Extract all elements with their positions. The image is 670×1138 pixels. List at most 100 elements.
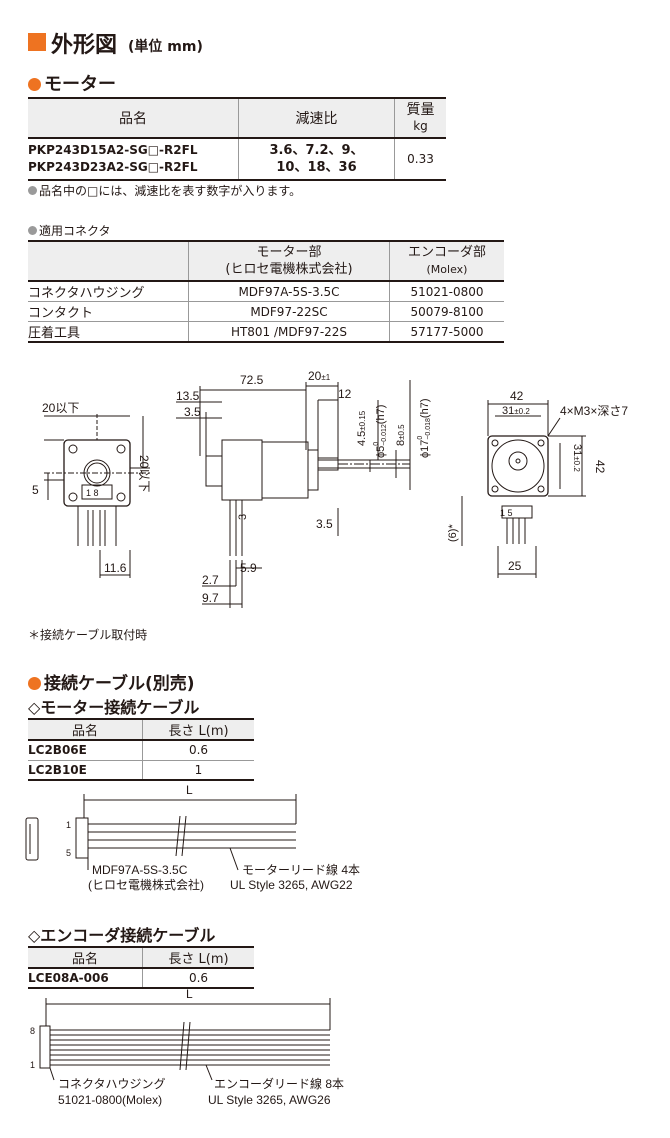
rear-31-value: 31 — [502, 405, 514, 417]
rear-holes-dim: 4×M3×深さ7 — [560, 404, 628, 418]
connector-th-motor-2: (ヒロセ電機株式会社) — [225, 262, 353, 277]
connector-row-motor: HT801 /MDF97-22S — [188, 321, 390, 342]
motor-cable-heading: ◇モーター接続ケーブル — [28, 698, 200, 717]
side-2-7-dim: 2.7 — [202, 573, 219, 587]
side-8-tol: ±0.5 — [397, 424, 406, 440]
ec-conn1: コネクタハウジング — [58, 1077, 166, 1091]
connector-row-name: 圧着工具 — [28, 321, 189, 342]
ec-lead1: エンコーダリード線 8本 — [214, 1076, 344, 1091]
motor-heading-text: モーター — [44, 74, 116, 95]
connector-th-motor: モーター部 (ヒロセ電機株式会社) — [188, 241, 390, 281]
th-mass-label: 質量 — [406, 102, 435, 118]
side-phi5-value: ϕ5 — [375, 446, 387, 458]
front-pins: 1 8 — [86, 488, 99, 498]
side-shaft-tol: ±1 — [321, 373, 330, 382]
side-phi17-tol-lower: −0.018 — [425, 418, 432, 440]
motor-heading: モーター — [28, 70, 116, 96]
side-5-9-dim: 5.9 — [240, 561, 257, 575]
rear-25-dim: 25 — [508, 559, 522, 573]
mass-value: 0.33 — [407, 152, 434, 166]
ec-th-model: 品名 — [28, 947, 143, 968]
rear-42-dim: 42 — [510, 389, 524, 403]
ratio-1: 3.6、7.2、9、 — [269, 143, 364, 158]
ec-conn2: 51021-0800(Molex) — [58, 1093, 162, 1107]
ec-pin1: 1 — [30, 1060, 35, 1070]
front-side-dim: 20以下 — [137, 455, 151, 492]
motor-note: 品名中の□には、減速比を表す数字が入ります。 — [28, 182, 301, 199]
side-view — [176, 380, 411, 608]
side-3-5-dim: 3.5 — [184, 405, 201, 419]
rear-31-dim: 31±0.2 — [502, 405, 530, 417]
ec-th-length: 長さ L(m) — [168, 952, 229, 967]
rear-view — [461, 400, 586, 578]
bullet-icon — [28, 677, 41, 690]
connector-th-encoder-1: エンコーダ部 — [407, 245, 486, 260]
front-view — [44, 414, 150, 578]
side-phi5-tol-upper: 0 — [373, 442, 380, 446]
ec-l-label: L — [186, 987, 193, 1001]
unit-label: (単位 mm) — [128, 39, 203, 55]
note-bullet-icon — [28, 186, 37, 195]
mc-model: LC2B10E — [28, 760, 143, 780]
ec-pin8: 8 — [30, 1026, 35, 1036]
side-4-5-value: 4.5 — [356, 431, 368, 446]
side-phi5-tol-lower: −0.012 — [381, 424, 388, 446]
page-title: 外形図 — [51, 33, 118, 58]
encoder-cable-heading: ◇エンコーダ接続ケーブル — [28, 926, 216, 945]
side-phi17-dim: ϕ170−0.018(h7) — [417, 399, 432, 458]
connector-th-encoder-2: (Molex) — [426, 263, 468, 276]
cable-heading-text: 接続ケーブル(別売) — [44, 674, 195, 694]
connector-th-motor-1: モーター部 — [256, 245, 322, 260]
front-bottom-dim: 11.6 — [104, 561, 127, 575]
side-4-5-tol: ±0.15 — [358, 410, 367, 431]
side-phi17-value: ϕ17 — [419, 440, 431, 458]
connector-row-motor: MDF97-22SC — [188, 301, 390, 322]
connector-heading-text: 適用コネクタ — [39, 224, 111, 238]
mc-length: 0.6 — [188, 743, 209, 758]
model-2: PKP243D23A2-SG□-R2FL — [28, 160, 198, 174]
ec-model: LCE08A-006 — [28, 968, 143, 988]
rear-6-dim: (6)* — [447, 524, 459, 542]
th-ratio: 減速比 — [238, 98, 395, 138]
motor-cable-diagram: L 1 5 MDF97A-5S-3.5C (ヒロセ電機株式会社) モーターリード… — [25, 783, 360, 892]
connector-row-name: コンタクト — [28, 301, 189, 322]
mc-l-label: L — [186, 783, 193, 797]
ec-lead2: UL Style 3265, AWG26 — [208, 1093, 331, 1107]
rear-h31-dim: 31±0.2 — [571, 444, 583, 472]
note-bullet-icon — [28, 226, 37, 235]
encoder-cable-table: 品名 長さ L(m) LCE08A-006 0.6 — [28, 946, 254, 989]
mc-lead1: モーターリード線 4本 — [242, 862, 360, 877]
model-cell: PKP243D15A2-SG□-R2FL PKP243D23A2-SG□-R2F… — [28, 138, 239, 180]
side-4-5-dim: 4.5±0.15 — [356, 410, 368, 446]
ratio-2: 10、18、36 — [276, 160, 357, 175]
rear-h31-tol: ±0.2 — [572, 456, 581, 472]
connector-row-encoder: 57177-5000 — [410, 324, 484, 339]
bullet-icon — [28, 78, 41, 91]
mc-conn2: (ヒロセ電機株式会社) — [88, 877, 204, 892]
rear-h42-dim: 42 — [593, 460, 607, 474]
side-3-dim: 3 — [237, 514, 249, 520]
motor-cable-table: 品名 長さ L(m) LC2B06E 0.6 LC2B10E 1 — [28, 718, 254, 781]
encoder-cable-diagram: L 8 1 コネクタハウジング 51021-0800(Molex) エンコーダリ… — [30, 987, 344, 1107]
connector-row-encoder: 51021-0800 — [410, 284, 484, 299]
connector-heading: 適用コネクタ — [28, 222, 111, 239]
drawing-note: ＊接続ケーブル取付時 — [28, 628, 148, 642]
connector-th-encoder: エンコーダ部 (Molex) — [390, 241, 505, 281]
side-phi5-dim: ϕ50−0.012(h7) — [373, 405, 388, 458]
side-13-5-dim: 13.5 — [176, 389, 200, 403]
dimension-drawing: 20以下 20以下 5 1 8 11.6 72.5 20±1 12 13.5 3… — [32, 369, 628, 608]
side-8-value: 8 — [395, 440, 407, 446]
side-shaft-value: 20 — [308, 369, 322, 383]
motor-note-text: 品名中の□には、減速比を表す数字が入ります。 — [39, 184, 302, 198]
side-phi17-fit: (h7) — [419, 399, 431, 419]
cable-heading: 接続ケーブル(別売) — [28, 669, 195, 694]
mc-conn1: MDF97A-5S-3.5C — [92, 863, 188, 877]
connector-row-encoder: 50079-8100 — [410, 304, 484, 319]
mc-th-model: 品名 — [28, 719, 143, 740]
ratio-cell: 3.6、7.2、9、 10、18、36 — [238, 138, 395, 180]
side-total-dim: 72.5 — [240, 373, 264, 387]
model-1: PKP243D15A2-SG□-R2FL — [28, 143, 198, 157]
side-12-dim: 12 — [338, 387, 352, 401]
mc-pin5: 5 — [66, 848, 71, 858]
side-3-5b-dim: 3.5 — [316, 517, 333, 531]
